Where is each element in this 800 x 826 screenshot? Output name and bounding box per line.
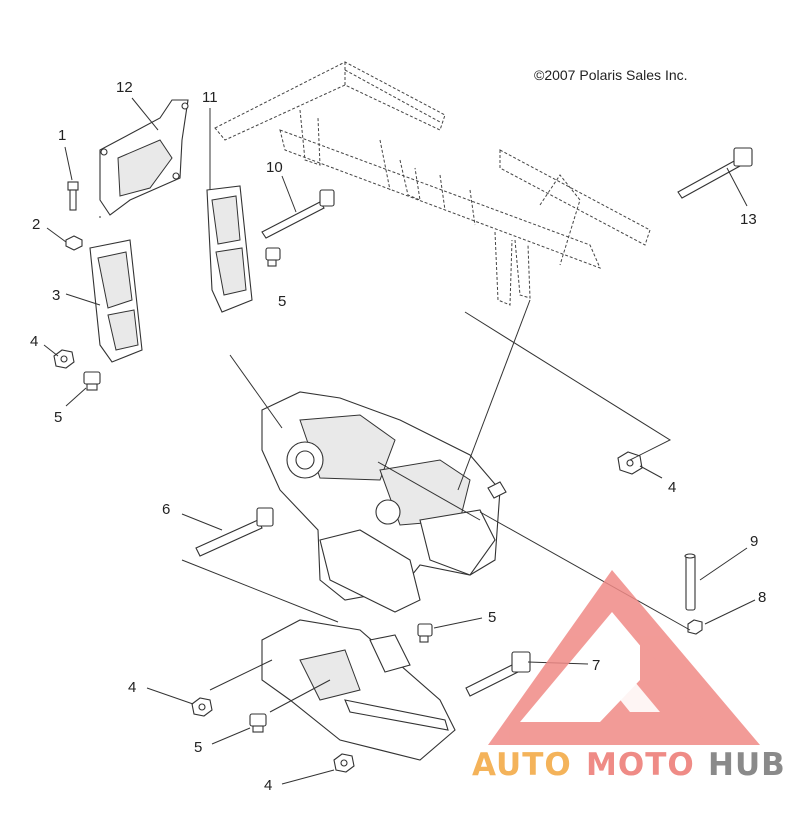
callout-4-right: 4 xyxy=(668,479,676,496)
callout-13: 13 xyxy=(740,211,757,228)
lower-frame-rail xyxy=(261,619,456,761)
bolt-10 xyxy=(261,189,335,239)
bracket-12 xyxy=(99,99,189,216)
copyright-text: ©2007 Polaris Sales Inc. xyxy=(534,67,688,83)
callout-10: 10 xyxy=(266,159,283,176)
callout-4-bottom: 4 xyxy=(264,777,272,794)
bolt-7 xyxy=(465,651,531,697)
watermark-text: AUTO MOTO HUB xyxy=(472,747,786,783)
bolt-5-lower-left xyxy=(249,713,267,733)
callout-11: 11 xyxy=(202,89,218,106)
mount-3 xyxy=(89,239,143,363)
bolt-5-left xyxy=(83,371,101,391)
nut-8 xyxy=(687,619,703,635)
callout-4-left: 4 xyxy=(30,333,38,350)
bolt-13 xyxy=(677,147,753,199)
callout-5-lower-mid: 5 xyxy=(488,609,496,626)
pin-9 xyxy=(684,553,696,611)
frame-assembly xyxy=(214,61,651,306)
callout-9: 9 xyxy=(750,533,758,550)
callout-5-lower-left: 5 xyxy=(194,739,202,756)
callout-5-left: 5 xyxy=(54,409,62,426)
callout-4-lower-left: 4 xyxy=(128,679,136,696)
watermark-hub: HUB xyxy=(708,747,786,783)
engine-assembly xyxy=(261,391,507,613)
mount-11 xyxy=(206,185,253,313)
nut-4-lower-left xyxy=(191,697,213,717)
callout-7: 7 xyxy=(592,657,600,674)
callout-2: 2 xyxy=(32,216,40,233)
bolt-1 xyxy=(67,181,79,211)
callout-8: 8 xyxy=(758,589,766,606)
watermark-moto: MOTO xyxy=(586,747,695,783)
nut-4-bottom xyxy=(333,753,355,773)
bolt-5-upper xyxy=(265,247,281,267)
watermark-logo xyxy=(488,570,760,745)
leader-lines xyxy=(43,97,756,785)
callout-1: 1 xyxy=(58,127,66,144)
callout-labels: 1 2 3 4 5 12 11 10 5 13 4 6 9 8 5 7 4 5 … xyxy=(30,79,766,794)
callout-5-upper: 5 xyxy=(278,293,286,310)
watermark-auto: AUTO xyxy=(472,747,572,783)
nut-2 xyxy=(65,235,83,251)
callout-6: 6 xyxy=(162,501,170,518)
bolt-5-lower-mid xyxy=(417,623,433,643)
bolt-6 xyxy=(195,507,274,557)
callout-12: 12 xyxy=(116,79,133,96)
nut-4-left xyxy=(53,349,75,369)
callout-3: 3 xyxy=(52,287,60,304)
